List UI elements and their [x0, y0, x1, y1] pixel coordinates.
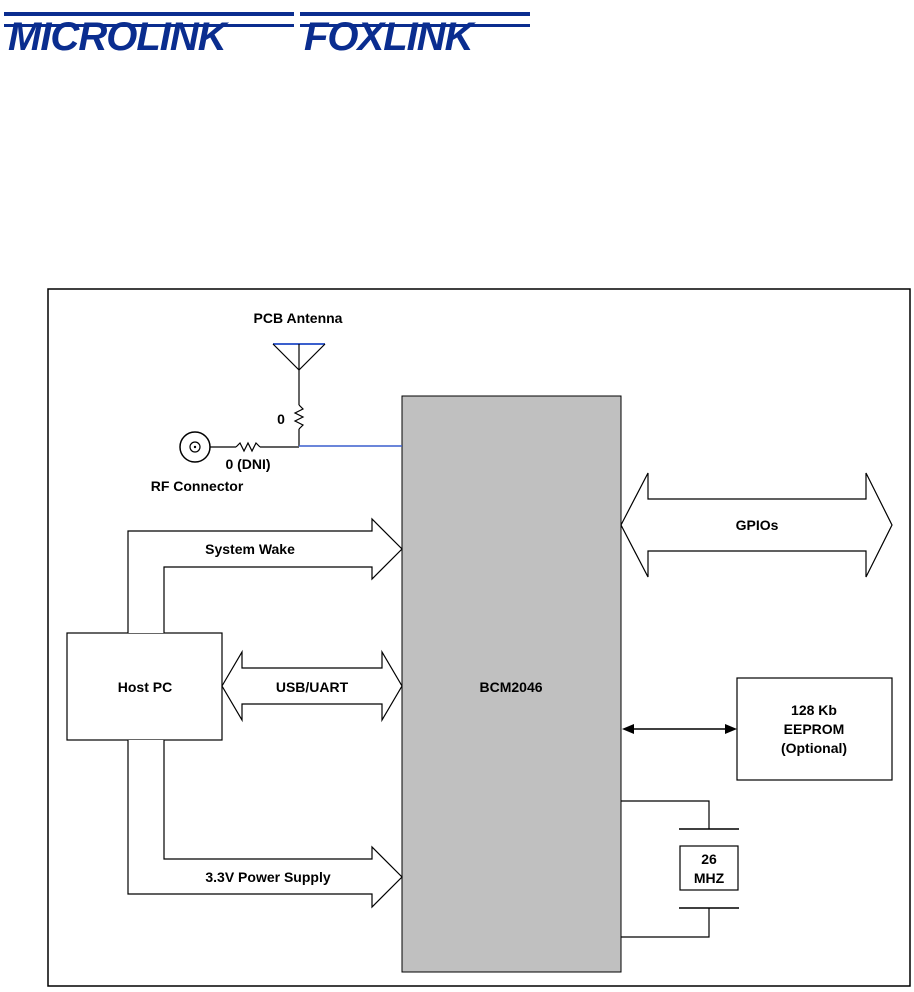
chip-label: BCM2046 [479, 679, 542, 695]
rf-connector-label: RF Connector [151, 478, 244, 494]
system-wake-label: System Wake [205, 541, 295, 557]
resistor-antenna-icon [295, 405, 303, 446]
antenna-label: PCB Antenna [254, 310, 343, 326]
resistor-rf-icon [236, 443, 299, 451]
eeprom-label-1: 128 Kb [791, 702, 837, 718]
eeprom-bus-arrow [622, 724, 737, 734]
crystal-label-2: MHZ [694, 870, 725, 886]
power-supply-label: 3.3V Power Supply [205, 869, 330, 885]
usb-uart-label: USB/UART [276, 679, 349, 695]
logo-microlink: MICROLINK [8, 15, 230, 59]
crystal-label-1: 26 [701, 851, 717, 867]
eeprom-label-3: (Optional) [781, 740, 847, 756]
logo-foxlink: FOXLINK [304, 15, 477, 59]
eeprom-label-2: EEPROM [784, 721, 845, 737]
resistor-antenna-label: 0 [277, 411, 285, 427]
resistor-rf-label: 0 (DNI) [225, 456, 270, 472]
antenna-icon [273, 344, 325, 405]
company-logo: MICROLINK FOXLINK [4, 12, 530, 59]
crystal-circuit [621, 801, 739, 937]
gpio-label: GPIOs [736, 517, 779, 533]
host-pc-label: Host PC [118, 679, 172, 695]
system-wake-arrow [128, 519, 402, 633]
